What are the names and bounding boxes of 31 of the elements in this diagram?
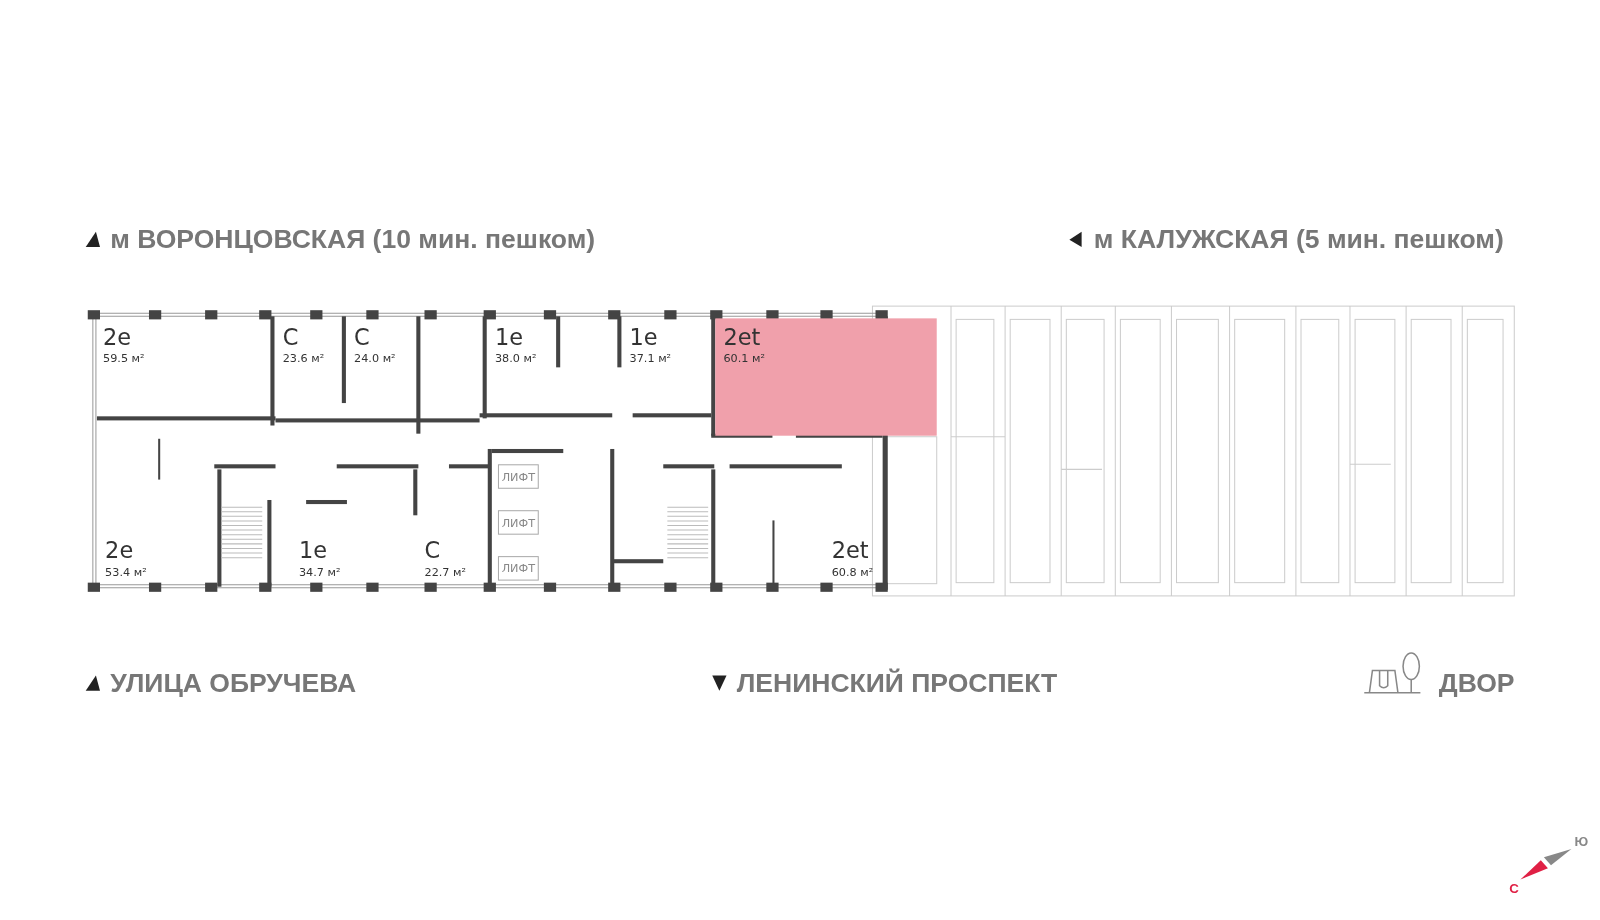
area-label: 38.0 м² xyxy=(494,353,537,365)
area-label: 24.0 м² xyxy=(354,353,396,365)
area-label: 22.7 м² xyxy=(424,566,466,578)
area-label: 37.1 м² xyxy=(629,353,672,365)
area-label: 23.6 м² xyxy=(282,353,325,365)
elevator-label: ЛИФТ xyxy=(497,464,539,489)
area-label: 59.5 м² xyxy=(103,353,145,365)
area-label: 34.7 м² xyxy=(299,566,341,578)
courtyard-label: ДВОР xyxy=(1438,669,1515,696)
direction-label: м КАЛУЖСКАЯ (5 мин. пешком) xyxy=(1093,225,1504,253)
street-label: ЛЕНИНСКИЙ ПРОСПЕКТ xyxy=(736,669,1058,696)
apartment-type-label: С xyxy=(424,539,441,563)
apartment-type-label: 2e xyxy=(105,539,134,563)
apartment-type-label: 1e xyxy=(299,539,328,563)
compass-letter: С xyxy=(1509,881,1519,895)
area-label: 60.8 м² xyxy=(831,566,874,578)
elevator-label: ЛИФТ xyxy=(497,510,539,535)
apartment-type-label: С xyxy=(282,326,299,349)
apartment-type-label: 2et xyxy=(831,539,869,563)
area-label: 60.1 м² xyxy=(723,353,765,365)
direction-label: м ВОРОНЦОВСКАЯ (10 мин. пешком) xyxy=(110,225,596,253)
apartment-type-label: С xyxy=(354,326,370,349)
area-label: 53.4 м² xyxy=(105,566,147,578)
apartment-type-label: 1e xyxy=(494,326,523,349)
elevator-label: ЛИФТ xyxy=(497,556,539,581)
apartment-type-label: 2e xyxy=(103,326,132,349)
apartment-type-label: 2et xyxy=(723,326,761,349)
apartment-type-label: 1e xyxy=(629,326,658,349)
compass-letter: Ю xyxy=(1574,834,1589,848)
street-label: УЛИЦА ОБРУЧЕВА xyxy=(110,669,357,696)
highlighted-apartment xyxy=(715,318,937,436)
